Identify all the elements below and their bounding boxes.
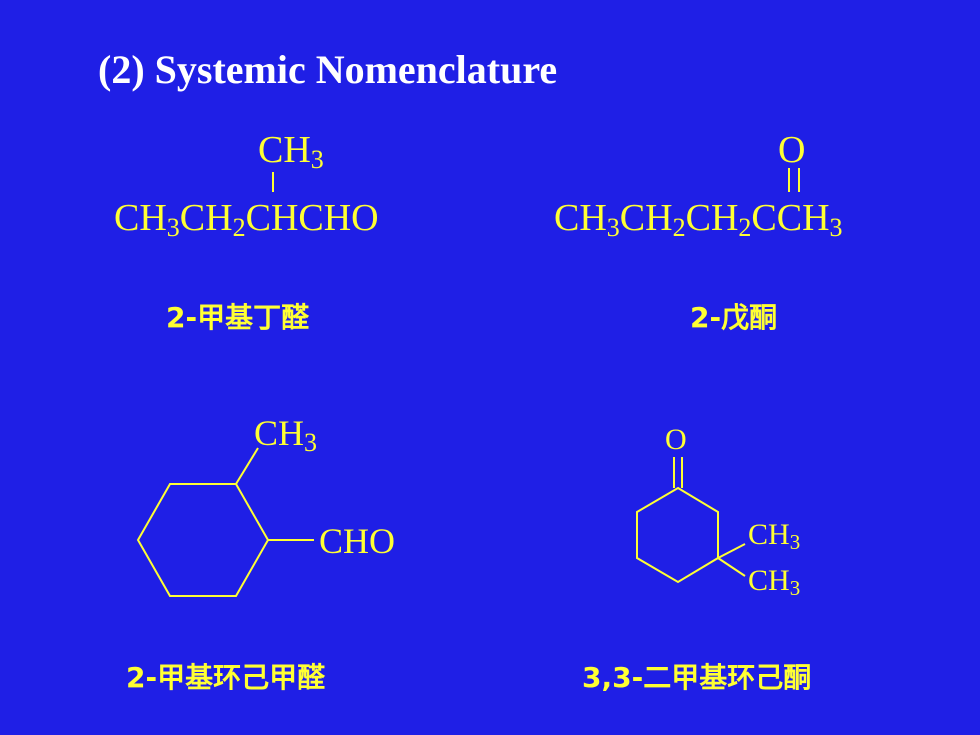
slide-title: (2) Systemic Nomenclature	[98, 47, 558, 92]
mol4-methyl-bond-2	[717, 557, 746, 577]
mol2-name: 2-戊酮	[690, 301, 778, 334]
mol2-carbonyl-oxygen: O	[778, 129, 806, 171]
mol3-aldehyde-label: CHO	[319, 521, 396, 561]
mol2-main-chain: CH3CH2CH2CCH3	[554, 197, 843, 242]
mol4-methyl-label-1: CH3	[748, 518, 801, 554]
mol3-methyl-bond	[235, 447, 259, 485]
mol3-methyl-label: CH3	[254, 413, 318, 457]
mol4-cyclohexanone-ring	[636, 486, 719, 584]
mol4-methyl-bond-1	[717, 543, 746, 559]
mol4-methyl-label-2: CH3	[748, 564, 801, 600]
mol1-name: 2-甲基丁醛	[166, 301, 310, 334]
mol4-carbonyl-oxygen: O	[665, 423, 687, 456]
mol4-name: 3,3-二甲基环己酮	[582, 661, 812, 694]
mol3-name: 2-甲基环己甲醛	[126, 661, 326, 694]
mol3-cyclohexane-ring	[136, 483, 270, 597]
mol1-main-chain: CH3CH2CHCHO	[114, 197, 379, 242]
mol1-branch-methyl: CH3	[258, 129, 324, 174]
